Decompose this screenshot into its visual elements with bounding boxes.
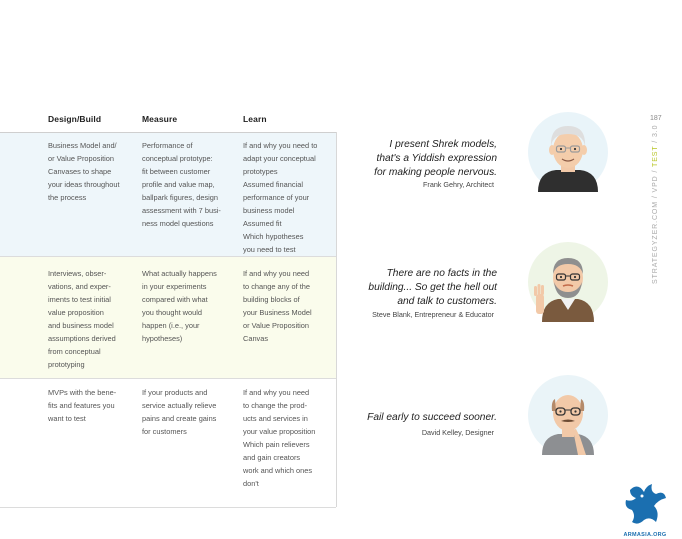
quote-1-text: I present Shrek models, that's a Yiddish… [374,139,497,178]
row-2-design: Interviews, obser- vations, and exper- i… [48,269,116,369]
avatar-steve-blank-icon [528,242,608,322]
avatar-frank-gehry-icon [528,112,608,192]
dragon-logo-icon [625,484,666,524]
row-1-learn: If and why you need to adapt your concep… [243,141,318,254]
header-measure: Measure [142,114,178,124]
header-rule [0,132,336,133]
avatar-david-kelley-icon [528,375,608,455]
row-band-1 [0,133,336,256]
side-label-highlight: TEST [652,145,659,167]
row-band-3 [0,379,336,507]
row-2-measure: What actually happens in your experiment… [142,269,217,343]
row-3-measure: If your products and service actually re… [142,388,217,436]
logo-text: ARMASIA.ORG [623,532,667,538]
header-learn: Learn [243,114,267,124]
side-label-part1: STRATEGYZER.COM / VPD / [652,166,659,284]
side-label-part2: / 3.0 [652,124,659,146]
row-3-design: MVPs with the bene- fits and features yo… [48,388,117,423]
row-divider [0,378,336,379]
armasia-logo: ARMASIA.ORG [620,482,670,538]
quote-3-text: Fail early to succeed sooner. [367,412,497,423]
page-number: 187 [650,115,662,122]
row-divider [0,507,336,508]
quote-2-text: There are no facts in the building... So… [368,268,497,307]
quote-3-author: David Kelley, Designer [421,428,494,437]
quote-2-author: Steve Blank, Entrepreneur & Educator [372,310,494,319]
side-label: STRATEGYZER.COM / VPD / TEST / 3.0 [652,125,659,284]
table-right-border [336,132,337,507]
row-1-measure: Performance of conceptual prototype: fit… [142,141,221,228]
header-design-build: Design/Build [48,114,102,124]
row-2-learn: If and why you need to change any of the… [243,269,312,343]
quote-1-author: Frank Gehry, Architect [423,180,494,189]
row-3-learn: If and why you need to change the prod- … [243,388,316,488]
row-1-design: Business Model and/ or Value Proposition… [48,141,120,202]
row-band-2 [0,257,336,378]
row-divider [0,256,336,257]
